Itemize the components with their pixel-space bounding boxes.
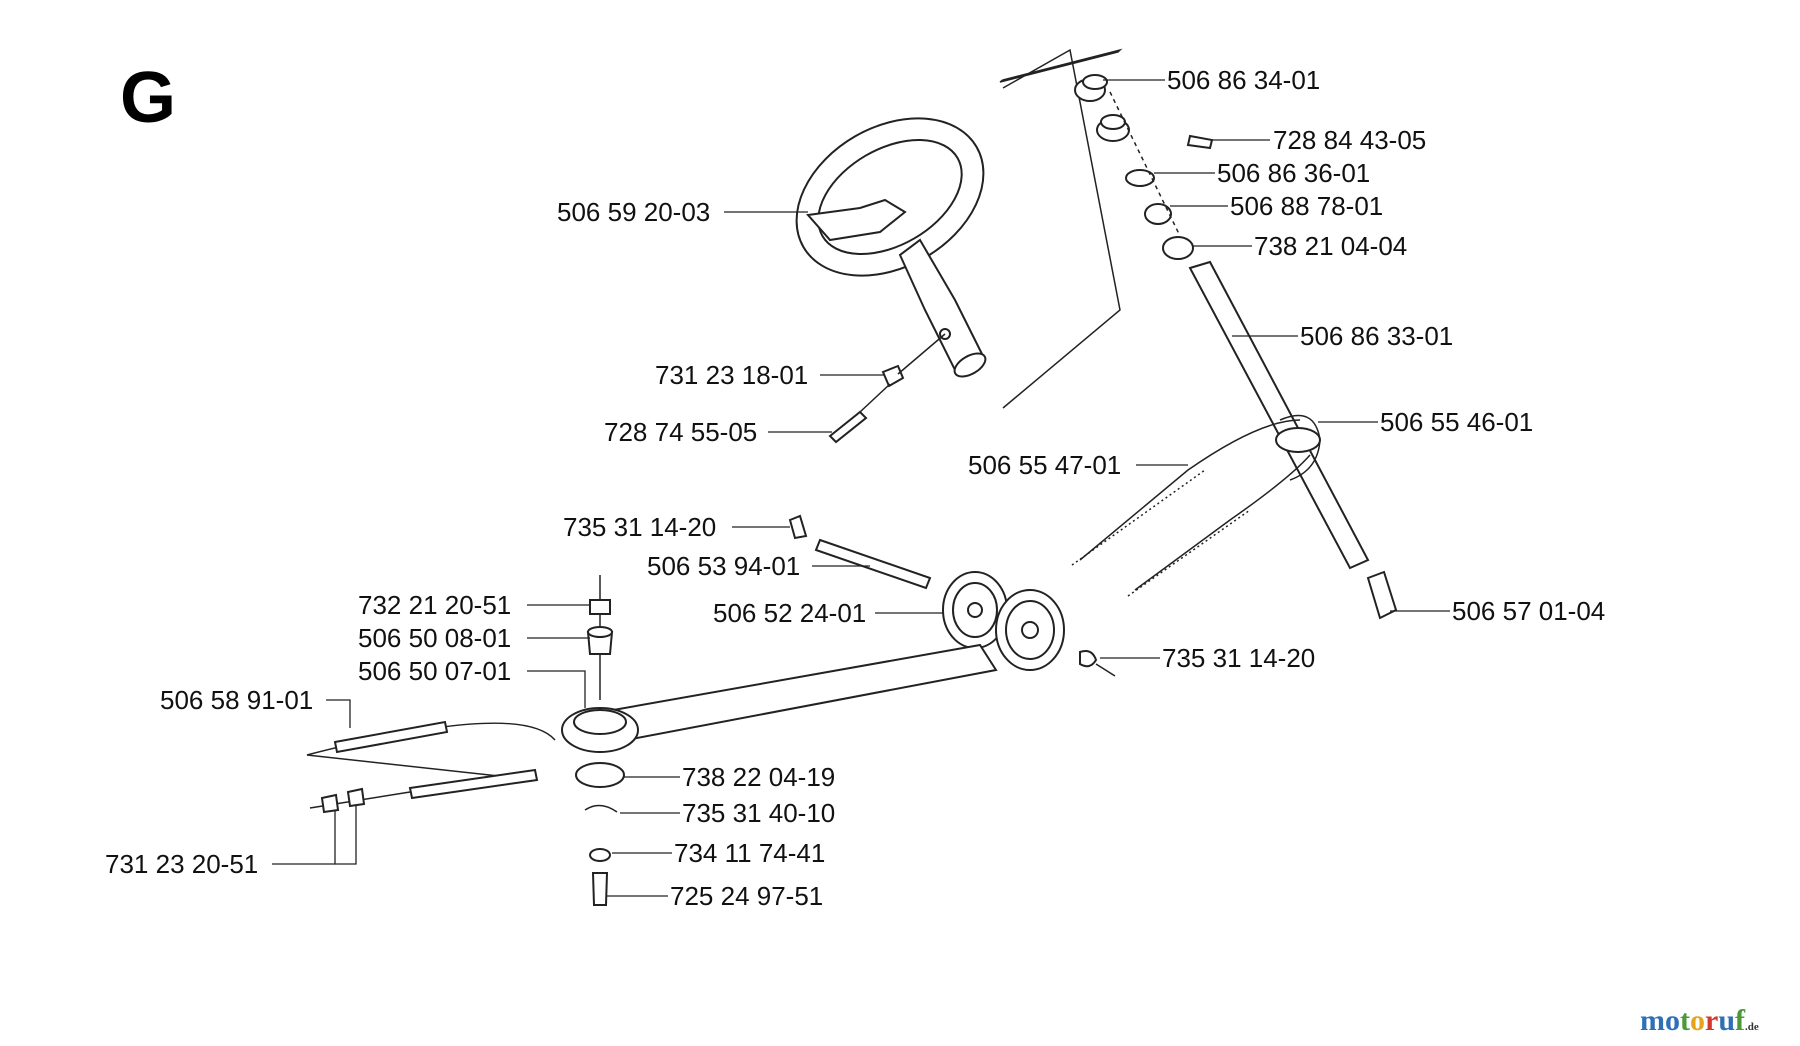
- watermark-letter: o: [1665, 1004, 1680, 1037]
- part-label: 735 31 40-10: [682, 798, 835, 828]
- part-label: 735 31 14-20: [563, 512, 716, 542]
- part-label: 506 50 08-01: [358, 623, 511, 653]
- drag-link: [561, 575, 998, 906]
- watermark-letter: o: [1690, 1004, 1705, 1037]
- frame-line: [999, 48, 1123, 83]
- part-label: 738 21 04-04: [1254, 231, 1407, 261]
- part-label: 735 31 14-20: [1162, 643, 1315, 673]
- part-label: 738 22 04-19: [682, 762, 835, 792]
- part-label: 728 74 55-05: [604, 417, 757, 447]
- part-label: 506 57 01-04: [1452, 596, 1605, 626]
- bracket-outline: [1002, 48, 1121, 409]
- part-label: 732 21 20-51: [358, 590, 511, 620]
- pulley-assembly: [788, 514, 1116, 677]
- part-label: 506 55 46-01: [1380, 407, 1533, 437]
- steering-cables: [1071, 414, 1321, 597]
- part-labels: 506 86 34-01 728 84 43-05 506 86 36-01 5…: [105, 65, 1605, 911]
- steering-wheel: [795, 117, 987, 378]
- part-label: 506 88 78-01: [1230, 191, 1383, 221]
- watermark-letter: m: [1640, 1004, 1665, 1037]
- watermark-logo: motoruf.de: [1640, 1004, 1759, 1037]
- part-label: 731 23 18-01: [655, 360, 808, 390]
- leader-lines: [272, 79, 1450, 897]
- part-label: 731 23 20-51: [105, 849, 258, 879]
- watermark-suffix: .de: [1745, 1021, 1759, 1033]
- watermark-letter: t: [1680, 1004, 1690, 1037]
- part-label: 506 50 07-01: [358, 656, 511, 686]
- part-label: 506 55 47-01: [968, 450, 1121, 480]
- part-label: 506 86 36-01: [1217, 158, 1370, 188]
- part-label: 728 84 43-05: [1273, 125, 1426, 155]
- watermark-letter: u: [1718, 1004, 1735, 1037]
- section-letter: G: [120, 58, 176, 138]
- part-label: 506 52 24-01: [713, 598, 866, 628]
- part-label: 506 86 34-01: [1167, 65, 1320, 95]
- watermark-letter: f: [1735, 1004, 1746, 1037]
- svg-text:motoruf.de: motoruf.de: [1640, 1004, 1759, 1037]
- part-label: 506 53 94-01: [647, 551, 800, 581]
- part-label: 734 11 74-41: [674, 838, 825, 868]
- tie-rods: [306, 720, 556, 814]
- wheel-fasteners: [828, 328, 951, 444]
- part-label: 506 86 33-01: [1300, 321, 1453, 351]
- watermark-letter: r: [1705, 1004, 1718, 1037]
- part-label: 725 24 97-51: [670, 881, 823, 911]
- part-label: 506 59 20-03: [557, 197, 710, 227]
- part-label: 506 58 91-01: [160, 685, 313, 715]
